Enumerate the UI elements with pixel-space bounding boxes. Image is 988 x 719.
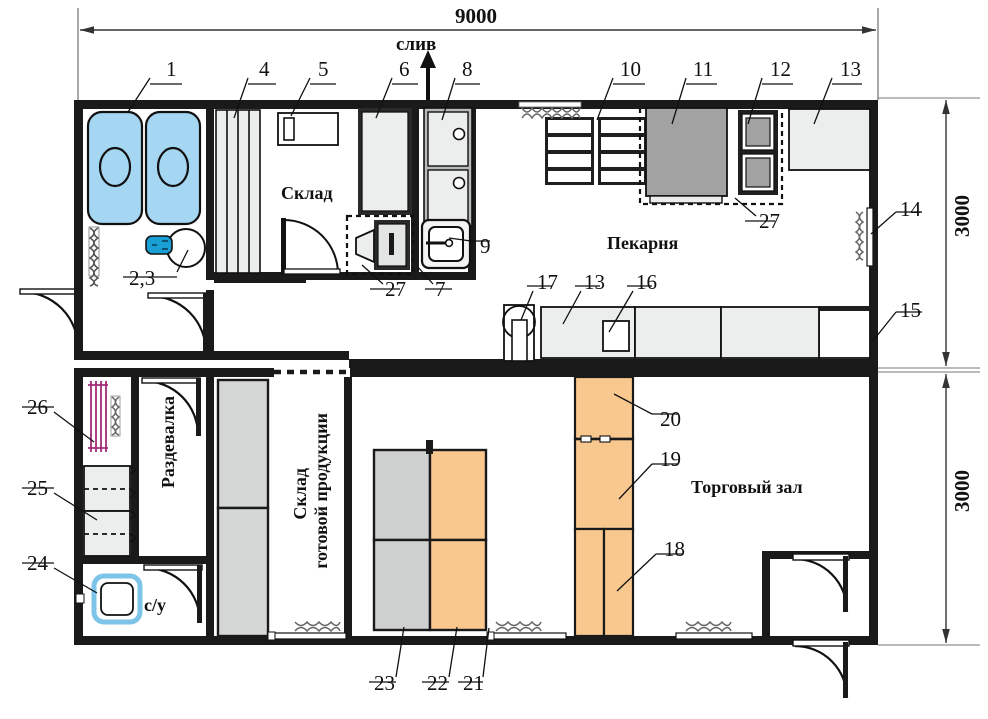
callout-number-13: 13 <box>584 270 605 294</box>
dimension-right-3000-lower <box>878 371 980 646</box>
equipment-item-2-3 <box>145 228 206 268</box>
callout-number-21: 21 <box>463 671 484 695</box>
callout-number-7: 7 <box>435 277 446 301</box>
callout-number-20: 20 <box>660 407 681 431</box>
radiator-icon <box>88 226 100 287</box>
callout-number-13: 13 <box>840 57 861 81</box>
dimension-label-top: 9000 <box>455 4 497 28</box>
callout-number-24: 24 <box>27 551 48 575</box>
oven-item-11 <box>645 107 728 204</box>
door-exterior-left-upper <box>19 288 80 349</box>
wash-tubs-item-1 <box>86 110 202 226</box>
callout-number-6: 6 <box>399 57 410 81</box>
callout-number-17: 17 <box>537 270 558 294</box>
callout-number-9: 9 <box>480 234 491 258</box>
callout-number-8: 8 <box>462 57 473 81</box>
window-radiator-bottom-3 <box>675 620 753 640</box>
unit-item-12 <box>738 110 778 195</box>
zone-27-pekarnya <box>638 108 784 206</box>
equipment-item-17 <box>502 304 536 362</box>
window-radiator-bottom-1 <box>267 620 347 641</box>
rack-sklad-gotovoy-left <box>216 378 270 638</box>
room-label-sklad-gotovoy-line2: готовой продукции <box>311 413 331 569</box>
counter-row-item-13 <box>540 306 820 359</box>
callout-number-27: 27 <box>385 277 406 301</box>
callout-number-2-3: 2,3 <box>129 266 156 290</box>
counter-item-15 <box>818 306 871 359</box>
cabinet-item-6 <box>358 108 412 215</box>
callout-number-27: 27 <box>759 209 780 233</box>
sink-item-9 <box>420 218 472 270</box>
callout-number-5: 5 <box>318 57 329 81</box>
door-entrance-exterior <box>792 639 850 699</box>
callout-number-16: 16 <box>636 270 657 294</box>
callout-number-18: 18 <box>664 537 685 561</box>
rack-item-4 <box>215 109 261 274</box>
room-label-sklad-gotovoy-line1: Склад <box>290 468 310 520</box>
shelving-items-18-19-20 <box>573 375 635 638</box>
callout-number-4: 4 <box>259 57 270 81</box>
callout-number-1: 1 <box>166 57 177 81</box>
callout-number-10: 10 <box>620 57 641 81</box>
room-label-razdevalka: Раздевалка <box>158 396 178 489</box>
drain-arrow-icon <box>420 50 436 103</box>
callout-number-15: 15 <box>900 298 921 322</box>
dimension-label-right-upper: 3000 <box>950 195 974 237</box>
radiator-icon-pekarnya-top <box>518 101 582 120</box>
lower-block-walls <box>74 368 878 645</box>
dimension-top-9000 <box>77 8 879 100</box>
window-radiator-bottom-2 <box>486 620 567 641</box>
machine-item-7 <box>345 214 415 276</box>
door-tambour-inner <box>792 553 850 612</box>
door-sklad <box>281 218 341 275</box>
callout-number-11: 11 <box>693 57 714 81</box>
callout-number-19: 19 <box>660 447 681 471</box>
rail-item-26 <box>88 381 108 452</box>
dimension-right-3000-upper <box>878 97 980 369</box>
callout-leaders <box>22 77 922 683</box>
room-label-sklad: Склад <box>281 183 333 203</box>
lockers-item-25 <box>83 465 138 557</box>
window-item-14 <box>854 207 874 267</box>
drain-label: слив <box>396 34 437 55</box>
door-razdevalka <box>141 377 201 436</box>
dimension-label-right-lower: 3000 <box>950 470 974 512</box>
callout-number-12: 12 <box>770 57 791 81</box>
room-label-sanuzel: с/у <box>144 595 166 615</box>
racks-item-10 <box>545 117 647 185</box>
callout-number-25: 25 <box>27 476 48 500</box>
radiator-icon-razdevalka <box>110 395 121 437</box>
callout-number-22: 22 <box>427 671 448 695</box>
door-interior-left-upper <box>147 292 209 353</box>
callout-number-26: 26 <box>27 395 48 419</box>
racks-items-21-22-23 <box>372 440 488 632</box>
room-label-pekarnya: Пекарня <box>607 233 679 253</box>
room-label-torgovy-zal: Торговый зал <box>691 477 803 497</box>
cabinet-item-5 <box>277 112 339 146</box>
callout-number-14: 14 <box>900 197 921 221</box>
sanitary-item-24 <box>75 573 143 625</box>
sink-unit-item-8 <box>423 107 473 227</box>
counter-item-13-top <box>788 108 871 171</box>
door-sanuzel <box>143 564 203 623</box>
callout-number-23: 23 <box>374 671 395 695</box>
